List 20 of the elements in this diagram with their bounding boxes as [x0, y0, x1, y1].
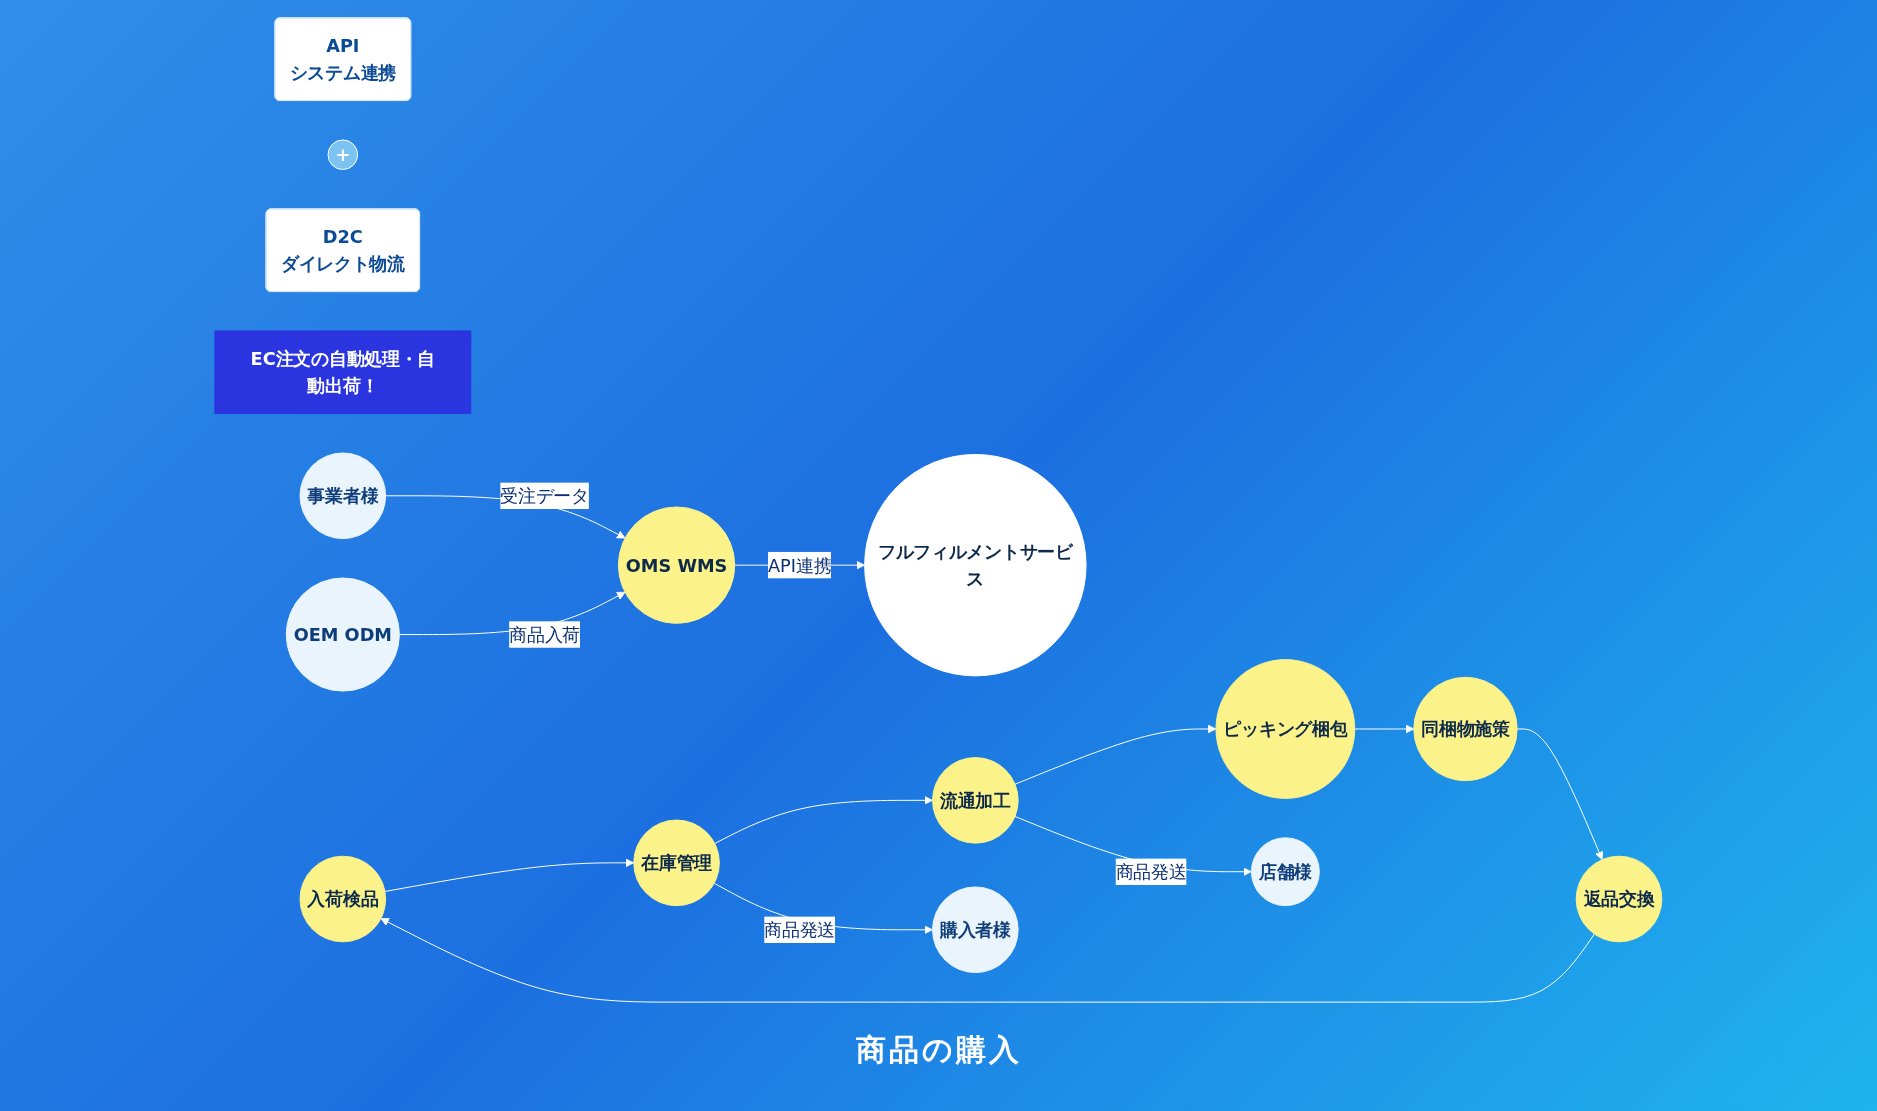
node-circle: 流通加工 [932, 757, 1019, 844]
edge-label: API連携 [768, 554, 832, 576]
node-circle: OMS WMS [618, 506, 736, 624]
node-circle: ピッキング梱包 [1215, 659, 1356, 799]
edge-label: 受注データ [500, 485, 590, 507]
edge-label: 商品発送 [1115, 861, 1187, 883]
node-circle: 店舗様 [1251, 837, 1320, 907]
edge-label: 商品入荷 [509, 624, 581, 645]
node-circle: 購入者様 [932, 886, 1019, 974]
caption-text: 商品の購入 [855, 1032, 1022, 1067]
node-circle: 同梱物施策 [1413, 676, 1518, 782]
edge-label: 商品発送 [764, 919, 836, 941]
node-circle: + [327, 139, 359, 170]
node-circle: OEM ODM [285, 577, 400, 692]
node-circle: 事業者様 [299, 452, 387, 540]
node-circle: 入荷検品 [299, 855, 387, 943]
node-box: EC注文の自動処理・自動出荷！ [214, 330, 472, 415]
node-circle: 返品交換 [1575, 855, 1663, 943]
node-circle: 在庫管理 [633, 819, 720, 907]
node-circle: フルフィルメントサービス [864, 453, 1087, 677]
